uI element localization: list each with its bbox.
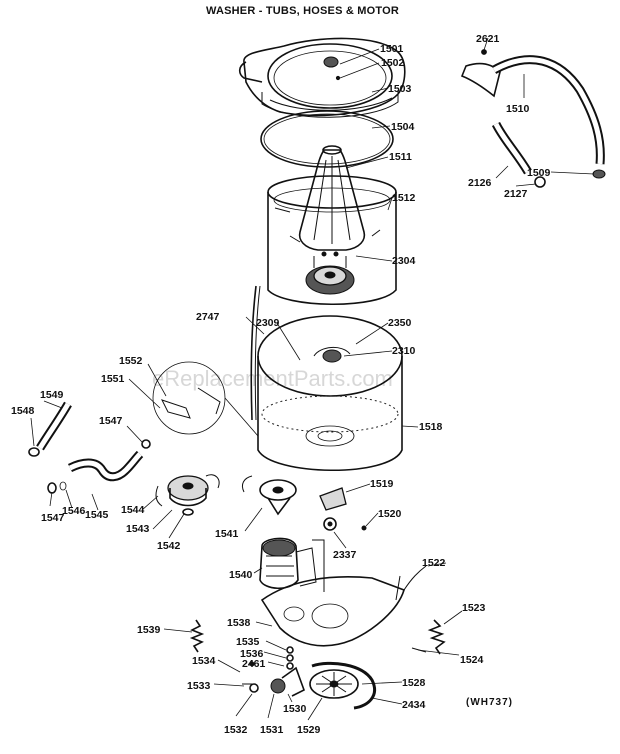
label-1501: 1501 xyxy=(380,43,404,55)
label-2434: 2434 xyxy=(402,699,426,711)
label-2304: 2304 xyxy=(392,255,416,267)
drain-hose-part xyxy=(28,401,72,457)
label-1534: 1534 xyxy=(192,655,216,667)
label-1511: 1511 xyxy=(389,151,412,163)
label-1547-bottom: 1547 xyxy=(41,512,65,524)
spring-part xyxy=(189,619,205,653)
label-1548: 1548 xyxy=(11,405,35,417)
label-1543: 1543 xyxy=(126,523,150,535)
label-1544: 1544 xyxy=(121,504,145,516)
label-2127: 2127 xyxy=(504,188,528,200)
label-1538: 1538 xyxy=(227,617,251,629)
label-1536: 1536 xyxy=(240,648,264,660)
label-1529: 1529 xyxy=(297,724,321,736)
label-1542: 1542 xyxy=(157,540,181,552)
pulley-part xyxy=(241,475,297,516)
label-1539: 1539 xyxy=(137,624,161,636)
part-labels: 1501 1502 1503 1504 1511 1512 2304 2747 … xyxy=(11,33,551,736)
label-1518: 1518 xyxy=(419,421,443,433)
label-2310: 2310 xyxy=(392,345,416,357)
leader-lines xyxy=(30,37,595,721)
label-1546: 1546 xyxy=(62,505,86,517)
basket-hub-part xyxy=(305,251,355,295)
label-2621: 2621 xyxy=(476,33,500,45)
label-1519: 1519 xyxy=(370,478,394,490)
tension-spring-part xyxy=(427,619,446,655)
label-1549: 1549 xyxy=(40,389,64,401)
label-2126: 2126 xyxy=(468,177,492,189)
pump-part xyxy=(155,474,220,516)
label-1510: 1510 xyxy=(506,103,530,115)
inlet-hose-part xyxy=(491,121,546,188)
label-2461: 2461 xyxy=(242,658,266,670)
label-1547-top: 1547 xyxy=(99,415,123,427)
label-1502: 1502 xyxy=(381,57,405,69)
label-1504: 1504 xyxy=(391,121,415,133)
label-1524: 1524 xyxy=(460,654,484,666)
label-1512: 1512 xyxy=(392,192,416,204)
label-1523: 1523 xyxy=(462,602,486,614)
label-1531: 1531 xyxy=(260,724,284,736)
label-1528: 1528 xyxy=(402,677,426,689)
label-2350: 2350 xyxy=(388,317,412,329)
motor-mount-part xyxy=(260,565,427,647)
tub-gasket-part xyxy=(260,110,394,168)
label-1522: 1522 xyxy=(422,557,446,569)
label-1535: 1535 xyxy=(236,636,260,648)
label-2309: 2309 xyxy=(256,317,280,329)
motor-switch-part xyxy=(319,487,367,531)
diagram-code: (WH737) xyxy=(466,697,513,708)
pump-hose-part xyxy=(47,439,151,494)
label-1552: 1552 xyxy=(119,355,143,367)
agitator-part xyxy=(298,145,366,251)
label-1530: 1530 xyxy=(283,703,307,715)
label-1520: 1520 xyxy=(378,508,402,520)
label-1551: 1551 xyxy=(101,373,125,385)
label-1503: 1503 xyxy=(388,83,412,95)
outer-tub-part xyxy=(257,315,403,472)
fill-hose-part xyxy=(460,49,606,179)
label-1509: 1509 xyxy=(527,167,551,179)
spin-basket-part xyxy=(267,175,397,306)
hardware-part xyxy=(242,646,305,697)
label-2337: 2337 xyxy=(333,549,357,561)
label-2747: 2747 xyxy=(196,311,220,323)
diagram-title: WASHER - TUBS, HOSES & MOTOR xyxy=(206,5,399,17)
vent-hose-part xyxy=(250,285,257,421)
drive-pulley-part xyxy=(309,661,377,710)
label-1545: 1545 xyxy=(85,509,109,521)
watermark: eReplacementParts.com xyxy=(152,366,393,391)
label-1541: 1541 xyxy=(215,528,239,540)
label-1533: 1533 xyxy=(187,680,211,692)
motor-part xyxy=(259,537,325,592)
label-1540: 1540 xyxy=(229,569,253,581)
label-1532: 1532 xyxy=(224,724,248,736)
